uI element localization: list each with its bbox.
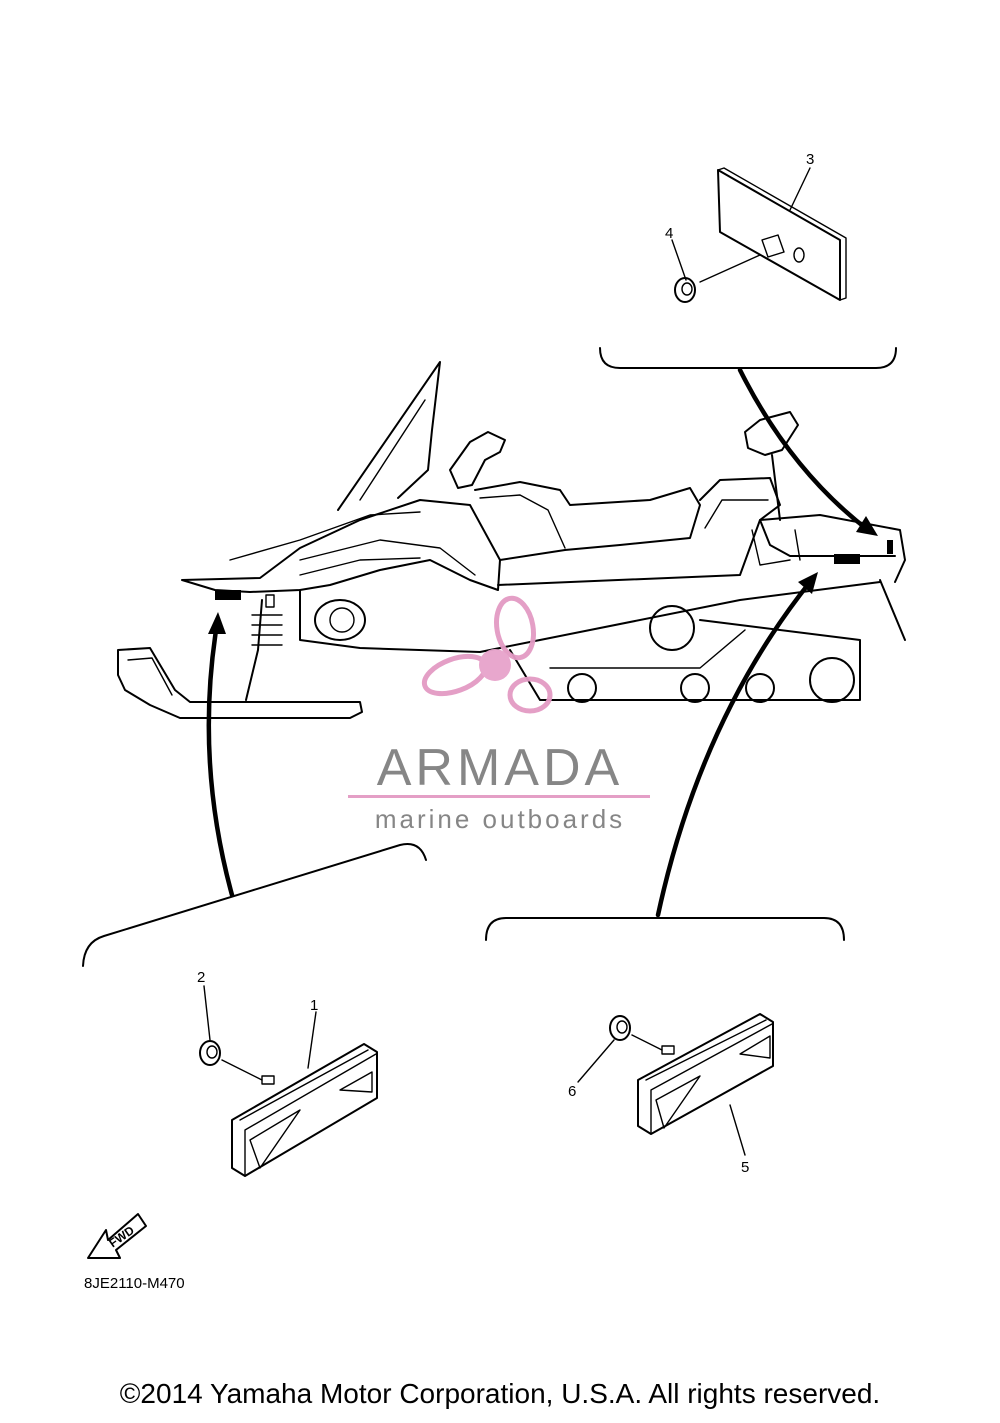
watermark-title: ARMADA (377, 739, 623, 797)
detail-box-rear-upper: 3 4 (599, 151, 897, 536)
reflector-front (231, 1043, 378, 1177)
fwd-arrow-icon: FWD (87, 1213, 147, 1259)
detail-box-front: 1 2 (82, 612, 427, 1177)
watermark-divider (348, 795, 650, 798)
watermark-subtitle: marine outboards (375, 804, 625, 834)
reflector-rear (637, 1013, 774, 1135)
callout-1: 1 (310, 997, 318, 1014)
callout-2: 2 (197, 969, 205, 986)
callout-6: 6 (568, 1083, 576, 1100)
propeller-logo-icon (421, 595, 553, 714)
detail-box-rear-lower: 6 5 (485, 572, 845, 1176)
copyright-notice: ©2014 Yamaha Motor Corporation, U.S.A. A… (119, 1378, 881, 1409)
callout-5: 5 (741, 1159, 749, 1176)
snowmobile-illustration (117, 361, 906, 719)
callout-3: 3 (806, 151, 814, 168)
callout-4: 4 (665, 225, 673, 242)
armada-watermark: ARMADA marine outboards (348, 595, 650, 834)
diagram-code: 8JE2110-M470 (84, 1275, 185, 1292)
